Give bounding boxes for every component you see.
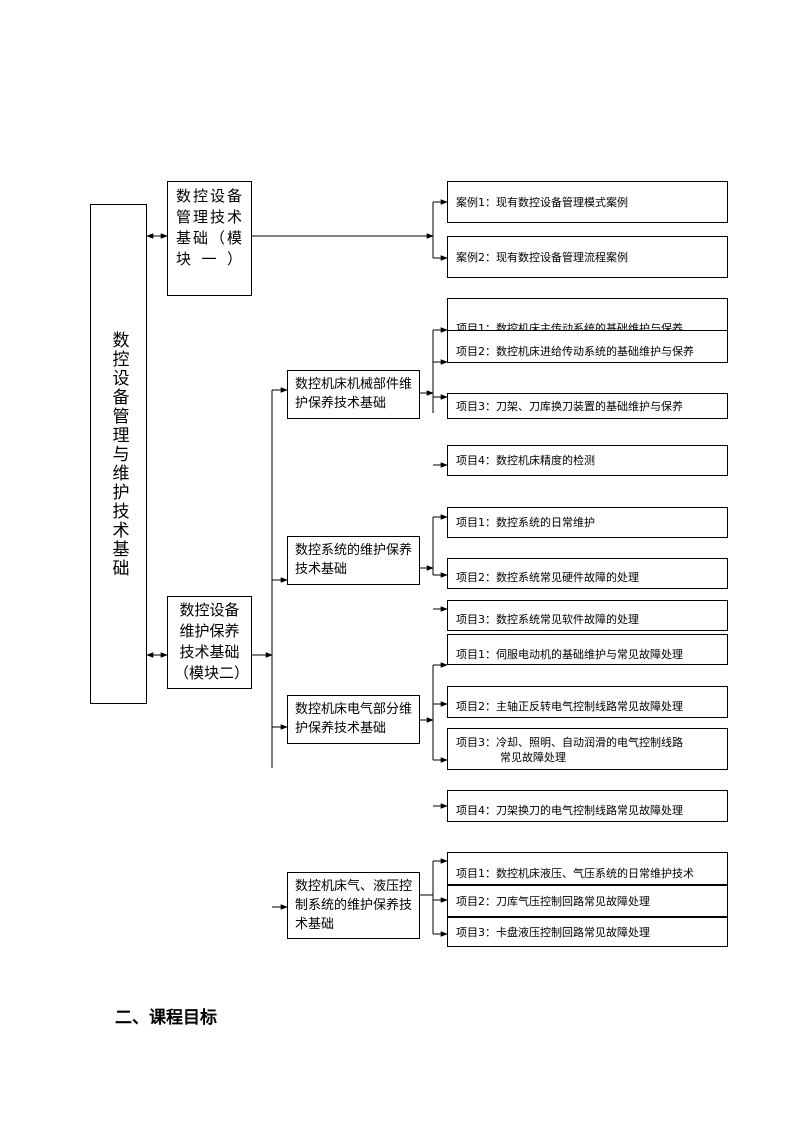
module2-box: 数控设备维护保养技术基础（模块二）	[167, 596, 252, 689]
hyd-item2-label: 项目2：刀库气压控制回路常见故障处理	[456, 894, 650, 908]
elec-item4-label: 项目4：刀架换刀的电气控制线路常见故障处理	[456, 804, 683, 817]
mech-item3-label: 项目3：刀架、刀库换刀装置的基础维护与保养	[456, 399, 683, 413]
elec-item4-box: 项目4：刀架换刀的电气控制线路常见故障处理	[447, 790, 728, 822]
submodule-electrical-label: 数控机床电气部分维护保养技术基础	[295, 702, 413, 736]
case1-box: 案例1：现有数控设备管理模式案例	[447, 181, 728, 223]
submodule-mechanical: 数控机床机械部件维护保养技术基础	[287, 370, 420, 419]
sys-item2-label: 项目2：数控系统常见硬件故障的处理	[456, 571, 639, 584]
mech-item3-box: 项目3：刀架、刀库换刀装置的基础维护与保养	[447, 393, 728, 419]
mech-item2-label: 项目2：数控机床进给传动系统的基础维护与保养	[456, 345, 694, 358]
sys-item3-box: 项目3：数控系统常见软件故障的处理	[447, 600, 728, 631]
sys-item3-label: 项目3：数控系统常见软件故障的处理	[456, 613, 639, 626]
submodule-hydraulic: 数控机床气、液压控制系统的维护保养技术基础	[287, 872, 420, 939]
mech-item4-box: 项目4：数控机床精度的检测	[447, 445, 728, 476]
sys-item1-box: 项目1：数控系统的日常维护	[447, 507, 728, 538]
submodule-system: 数控系统的维护保养技术基础	[287, 536, 420, 585]
case2-label: 案例2：现有数控设备管理流程案例	[456, 250, 628, 264]
hyd-item2-box: 项目2：刀库气压控制回路常见故障处理	[447, 885, 728, 917]
submodule-mechanical-label: 数控机床机械部件维护保养技术基础	[295, 377, 413, 411]
submodule-system-label: 数控系统的维护保养技术基础	[295, 543, 413, 577]
elec-item1-box: 项目1：伺服电动机的基础维护与常见故障处理	[447, 634, 728, 665]
hyd-item3-label: 项目3：卡盘液压控制回路常见故障处理	[456, 925, 650, 939]
module1-box: 数控设备管理技术基础（模块一）	[167, 181, 252, 296]
sys-item1-label: 项目1：数控系统的日常维护	[456, 516, 595, 529]
elec-item3-label-line1: 项目3：冷却、照明、自动润滑的电气控制线路	[456, 736, 683, 749]
mech-item4-label: 项目4：数控机床精度的检测	[456, 454, 595, 467]
sys-item2-box: 项目2：数控系统常见硬件故障的处理	[447, 558, 728, 589]
case2-box: 案例2：现有数控设备管理流程案例	[447, 236, 728, 278]
mech-item2-box: 项目2：数控机床进给传动系统的基础维护与保养	[447, 330, 728, 363]
case1-label: 案例1：现有数控设备管理模式案例	[456, 195, 628, 209]
elec-item2-box: 项目2：主轴正反转电气控制线路常见故障处理	[447, 686, 728, 718]
root-label: 数控设备管理与维护技术基础	[108, 330, 129, 578]
hyd-item1-box: 项目1：数控机床液压、气压系统的日常维护技术	[447, 852, 728, 885]
module2-label: 数控设备维护保养技术基础（模块二）	[174, 601, 250, 682]
submodule-hydraulic-label: 数控机床气、液压控制系统的维护保养技术基础	[295, 879, 413, 932]
elec-item2-label: 项目2：主轴正反转电气控制线路常见故障处理	[456, 700, 683, 713]
elec-item3-label-line2: 常见故障处理	[500, 751, 566, 764]
section-heading: 二、课程目标	[115, 1008, 217, 1028]
hyd-item1-label: 项目1：数控机床液压、气压系统的日常维护技术	[456, 867, 694, 880]
elec-item3-box: 项目3：冷却、照明、自动润滑的电气控制线路 常见故障处理	[447, 728, 728, 770]
module1-label: 数控设备管理技术基础（模块一）	[176, 187, 243, 268]
elec-item1-label: 项目1：伺服电动机的基础维护与常见故障处理	[456, 648, 683, 661]
hyd-item3-box: 项目3：卡盘液压控制回路常见故障处理	[447, 917, 728, 947]
root-node: 数控设备管理与维护技术基础	[90, 204, 147, 704]
submodule-electrical: 数控机床电气部分维护保养技术基础	[287, 695, 420, 744]
